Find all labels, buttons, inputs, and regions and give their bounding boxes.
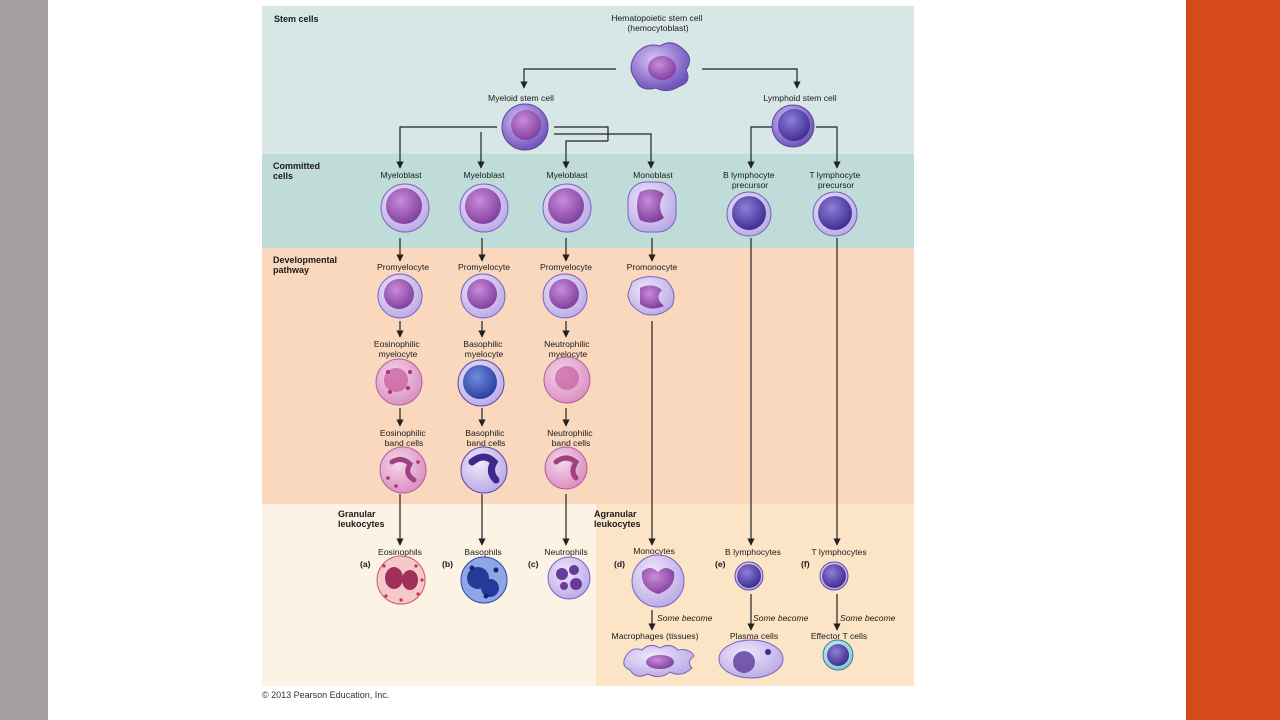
basophilic-band-cell	[460, 446, 508, 494]
basophilic-myelocyte-label: Basophilic myelocyte	[463, 339, 505, 359]
arrow-myeloid-to-myeloblast-3	[562, 140, 608, 169]
plasma-cell	[718, 639, 784, 679]
right-decorative-bar	[1186, 0, 1280, 720]
t-lymphocyte-cell	[819, 561, 849, 591]
letter-a: (a)	[360, 559, 371, 569]
arrow-myeloid-branch	[554, 126, 609, 141]
basophil-cell	[460, 556, 508, 604]
neutrophilic-band-cell	[544, 446, 588, 490]
neutrophilic-myelocyte-cell	[543, 356, 591, 404]
granular-leukocytes-band	[262, 504, 596, 686]
promyelocyte-label-3: Promyelocyte	[540, 262, 592, 272]
t-lymphocytes-label: T lymphocytes	[811, 547, 866, 557]
stem-cells-label: Stem cells	[274, 14, 319, 24]
eosinophilic-band-cells-label: Eosinophilic band cells	[380, 428, 428, 448]
lymphoid-stem-cell	[771, 104, 815, 148]
granular-leukocytes-label: Granular leukocytes	[338, 509, 385, 529]
b-lymphocytes-label: B lymphocytes	[725, 547, 781, 557]
monocytes-label: Monocytes	[633, 546, 675, 556]
eosinophil-cell	[376, 555, 426, 605]
promyelocyte-cell-2	[460, 273, 506, 319]
monoblast-cell	[627, 181, 677, 233]
b-lymphocyte-cell	[734, 561, 764, 591]
lymphoid-stem-cell-label: Lymphoid stem cell	[763, 93, 836, 103]
eosinophilic-myelocyte-label: Eosinophilic myelocyte	[374, 339, 422, 359]
basophilic-band-cells-label: Basophilic band cells	[465, 428, 507, 448]
neutrophils-label: Neutrophils	[544, 547, 587, 557]
connector-lines	[396, 68, 841, 631]
letter-b: (b)	[442, 559, 453, 569]
developmental-pathway-label: Developmental pathway	[273, 255, 340, 275]
effector-t-cells-label: Effector T cells	[811, 631, 867, 641]
effector-t-cell	[822, 639, 854, 671]
monocyte-cell	[631, 554, 685, 608]
macrophage-cell	[623, 644, 695, 678]
letter-f: (f)	[801, 559, 810, 569]
hematopoietic-stem-cell	[630, 42, 690, 92]
b-lymphocyte-precursor-label: B lymphocyte precursor	[723, 170, 777, 190]
promyelocyte-label-1: Promyelocyte	[377, 262, 429, 272]
b-lymphocyte-precursor-cell	[726, 191, 772, 237]
myeloblast-label-2: Myeloblast	[463, 170, 505, 180]
myeloblast-cell-2	[459, 183, 509, 233]
promonocyte-label: Promonocyte	[627, 262, 678, 272]
t-lymphocyte-precursor-label: T lymphocyte precursor	[809, 170, 862, 190]
arrow-myeloid-to-monoblast	[554, 133, 655, 169]
arrow-lymphoid-to-b-precursor	[747, 126, 772, 169]
promyelocyte-cell-1	[377, 273, 423, 319]
copyright-notice: © 2013 Pearson Education, Inc.	[262, 690, 390, 700]
promyelocyte-label-2: Promyelocyte	[458, 262, 510, 272]
neutrophilic-band-cells-label: Neutrophilic band cells	[547, 428, 595, 448]
arrow-hsc-to-lymphoid	[702, 68, 801, 89]
myeloblast-cell-1	[380, 183, 430, 233]
myeloid-stem-cell	[501, 103, 549, 151]
letter-d: (d)	[614, 559, 625, 569]
t-lymphocyte-precursor-cell	[812, 191, 858, 237]
committed-cells-label: Committed cells	[273, 161, 323, 181]
left-decorative-bar	[0, 0, 48, 720]
agranular-leukocytes-label: Agranular leukocytes	[594, 509, 641, 529]
hsc-label: Hematopoietic stem cell (hemocytoblast)	[611, 13, 705, 33]
eosinophilic-myelocyte-cell	[375, 358, 423, 406]
promonocyte-cell	[627, 276, 675, 316]
myeloblast-cell-3	[542, 183, 592, 233]
some-become-label-2: Some become	[753, 613, 809, 623]
basophils-label: Basophils	[464, 547, 501, 557]
plasma-cells-label: Plasma cells	[730, 631, 778, 641]
macrophages-label: Macrophages (tissues)	[612, 631, 699, 641]
myeloid-stem-cell-label: Myeloid stem cell	[488, 93, 554, 103]
monoblast-label: Monoblast	[633, 170, 673, 180]
promyelocyte-cell-3	[542, 273, 588, 319]
letter-e: (e)	[715, 559, 726, 569]
myeloblast-label-1: Myeloblast	[380, 170, 422, 180]
some-become-label-3: Some become	[840, 613, 896, 623]
basophilic-myelocyte-cell	[457, 359, 505, 407]
stem-cells-band	[262, 6, 914, 154]
eosinophils-label: Eosinophils	[378, 547, 422, 557]
neutrophilic-myelocyte-label: Neutrophilic myelocyte	[544, 339, 592, 359]
arrow-hsc-to-myeloid	[520, 68, 616, 89]
neutrophil-cell	[547, 556, 591, 600]
myeloblast-label-3: Myeloblast	[546, 170, 588, 180]
arrow-lymphoid-to-t-precursor	[816, 126, 841, 169]
eosinophilic-band-cell	[379, 446, 427, 494]
arrow-myeloid-to-myeloblast-1	[396, 126, 497, 169]
some-become-label-1: Some become	[657, 613, 713, 623]
letter-c: (c)	[528, 559, 539, 569]
